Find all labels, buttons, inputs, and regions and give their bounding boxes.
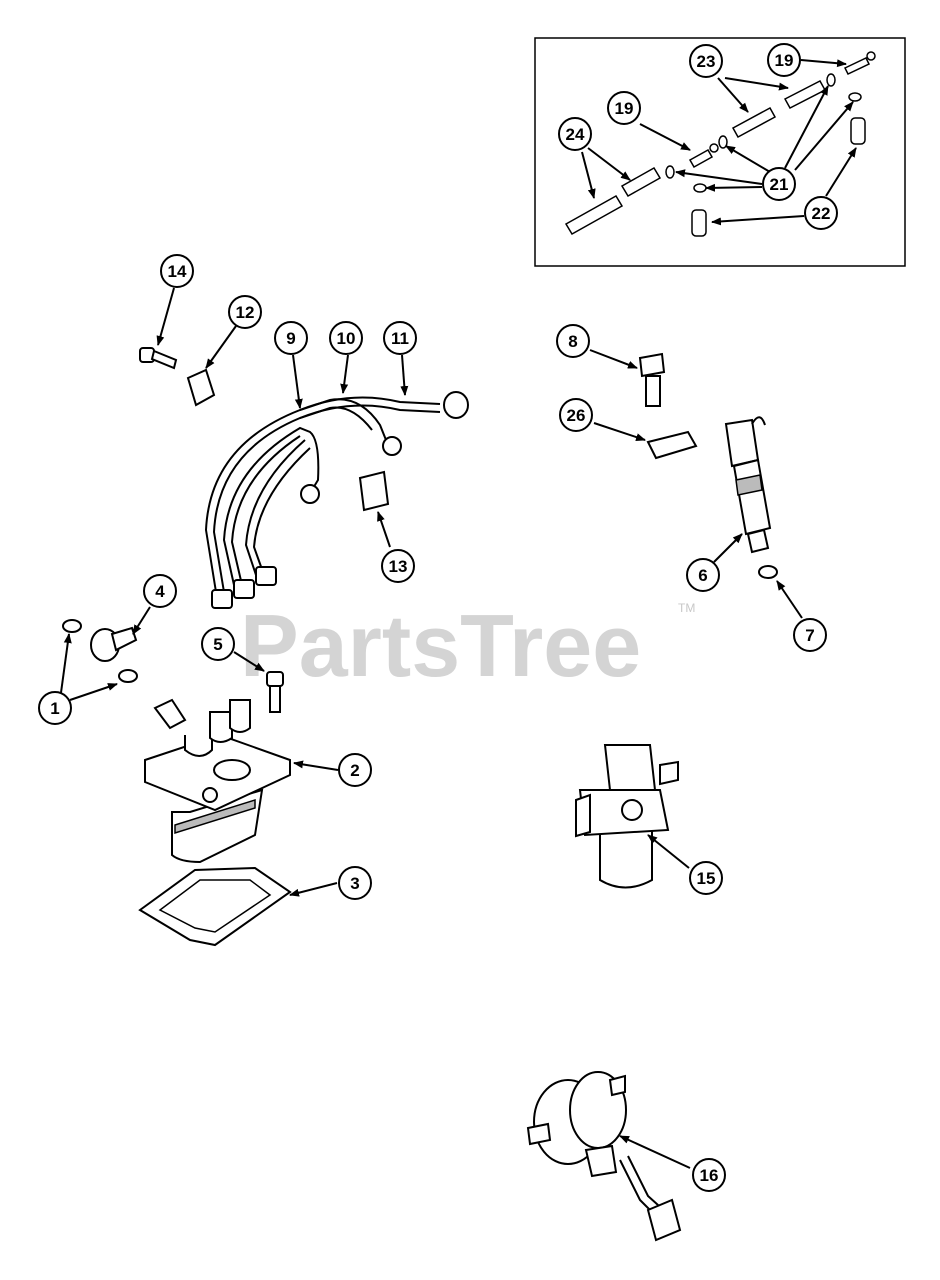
fuel-pump-16 (526, 1071, 682, 1242)
callout-4-label: 4 (155, 582, 165, 601)
hose-24-long (564, 166, 662, 236)
injector-6 (724, 416, 772, 554)
bolt-5 (266, 671, 284, 713)
callout-22-label: 22 (812, 204, 831, 223)
callout-6[interactable]: 6 (686, 558, 720, 592)
fittings-19 (688, 51, 876, 169)
callout-1-label: 1 (50, 699, 59, 718)
callout-5-label: 5 (213, 635, 222, 654)
clip-12 (186, 368, 216, 407)
callout-15-label: 15 (697, 869, 716, 888)
callout-24-label: 24 (566, 125, 585, 144)
callout-22[interactable]: 22 (804, 196, 838, 230)
callout-11[interactable]: 11 (383, 321, 417, 355)
callout-14-label: 14 (168, 262, 187, 281)
callout-6-label: 6 (698, 566, 707, 585)
callout-19-left-label: 19 (615, 99, 634, 118)
callout-14[interactable]: 14 (160, 254, 194, 288)
callout-3[interactable]: 3 (338, 866, 372, 900)
inset-parts (564, 51, 876, 237)
clips-21 (665, 73, 862, 193)
callout-2[interactable]: 2 (338, 753, 372, 787)
callout-1[interactable]: 1 (38, 691, 72, 725)
fuel-injection-lines (204, 391, 469, 609)
watermark-text: PartsTree (240, 596, 641, 695)
callout-19-left[interactable]: 19 (607, 91, 641, 125)
bolt-14 (139, 347, 178, 370)
callout-23-label: 23 (697, 52, 716, 71)
callout-13-label: 13 (389, 557, 408, 576)
callout-13[interactable]: 13 (381, 549, 415, 583)
callout-10[interactable]: 10 (329, 321, 363, 355)
callout-12-label: 12 (236, 303, 255, 322)
callout-11-label: 11 (391, 329, 409, 348)
callout-26[interactable]: 26 (559, 398, 593, 432)
callout-19-right-label: 19 (775, 51, 794, 70)
valve-holder-4 (90, 626, 138, 662)
callout-4[interactable]: 4 (143, 574, 177, 608)
callout-16[interactable]: 16 (692, 1158, 726, 1192)
hoses-22 (691, 117, 866, 237)
callout-21-label: 21 (770, 175, 789, 194)
fuel-filter-15 (575, 744, 679, 889)
callout-24[interactable]: 24 (558, 117, 592, 151)
callout-16-label: 16 (700, 1166, 719, 1185)
callout-19-right[interactable]: 19 (767, 43, 801, 77)
leader-lines (59, 59, 857, 1169)
callout-26-label: 26 (567, 406, 586, 425)
callout-8-label: 8 (568, 332, 577, 351)
callout-23[interactable]: 23 (689, 44, 723, 78)
washer-1-top (62, 619, 82, 633)
callout-2-label: 2 (350, 761, 359, 780)
callout-5[interactable]: 5 (201, 627, 235, 661)
callout-9[interactable]: 9 (274, 321, 308, 355)
callout-8[interactable]: 8 (556, 324, 590, 358)
callout-21[interactable]: 21 (762, 167, 796, 201)
callout-7[interactable]: 7 (793, 618, 827, 652)
callout-9-label: 9 (286, 329, 295, 348)
clamp-13 (358, 470, 390, 512)
gasket-3 (138, 866, 292, 947)
callout-10-label: 10 (337, 329, 356, 348)
washer-7 (758, 565, 778, 579)
bolt-8 (638, 352, 666, 407)
watermark-trademark: TM (678, 601, 695, 615)
callout-12[interactable]: 12 (228, 295, 262, 329)
inset-box (534, 37, 906, 267)
hose-23 (731, 80, 827, 139)
callout-7-label: 7 (805, 626, 814, 645)
callout-3-label: 3 (350, 874, 359, 893)
plate-26 (646, 430, 698, 460)
callout-15[interactable]: 15 (689, 861, 723, 895)
washer-1-bottom (118, 669, 138, 683)
injection-pump-2 (144, 698, 291, 864)
